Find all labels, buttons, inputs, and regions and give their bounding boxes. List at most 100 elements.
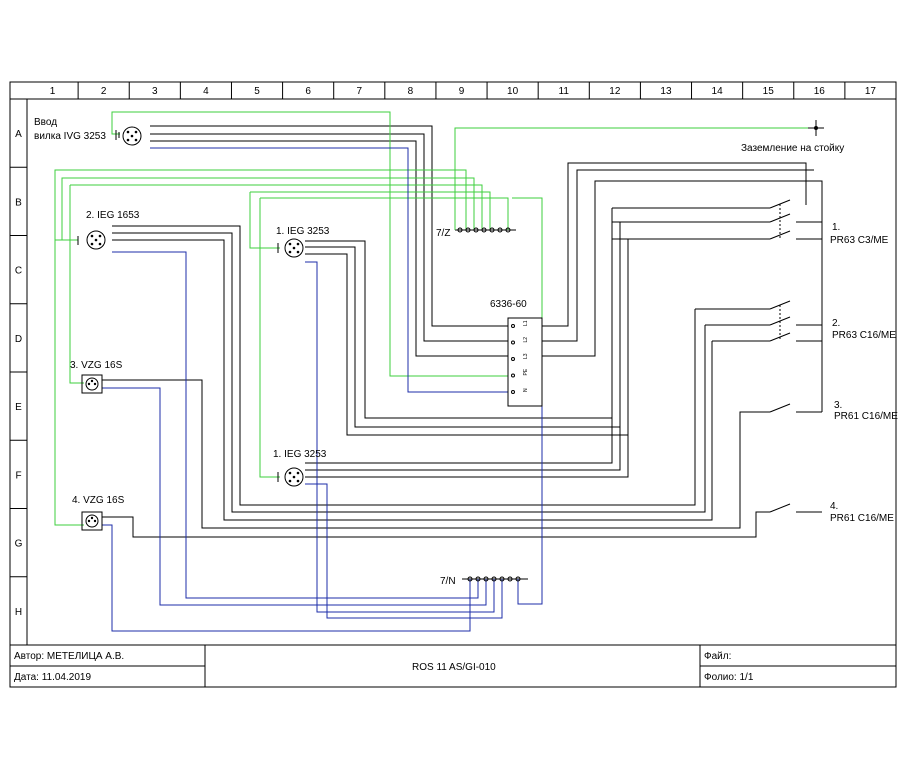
row-letter: F bbox=[15, 470, 21, 481]
terminal-7z-label: 7/Z bbox=[436, 228, 450, 239]
wire-l3 bbox=[150, 140, 508, 357]
wire-ieg-bot-3 bbox=[305, 239, 629, 478]
wire-pe-d bbox=[260, 197, 509, 230]
ieg3253-bottom-socket bbox=[277, 467, 304, 487]
wire-n-ieg1653 bbox=[112, 251, 479, 599]
vzg2-socket bbox=[81, 511, 103, 531]
block-pin bbox=[511, 340, 515, 345]
wire-vzg2 bbox=[102, 511, 770, 538]
wire-pe-ieg-top bbox=[249, 192, 280, 249]
wire-n-vzg2 bbox=[102, 524, 471, 632]
column-number: 10 bbox=[507, 86, 519, 97]
column-number: 8 bbox=[408, 86, 414, 97]
terminal-7z bbox=[457, 227, 511, 233]
wire-vzg1 bbox=[102, 379, 770, 529]
breaker-2-type: PR63 C16/ME bbox=[832, 330, 896, 341]
wire-ieg-top-3 bbox=[305, 239, 629, 436]
wire-ground bbox=[454, 127, 816, 230]
block-pin bbox=[511, 357, 515, 361]
row-letter: E bbox=[15, 402, 22, 413]
block-pin bbox=[511, 373, 515, 378]
block-pin-label: N bbox=[523, 388, 529, 392]
ground-terminal bbox=[808, 120, 824, 136]
neutral-wires bbox=[102, 147, 543, 632]
wire-pe-ieg1653 bbox=[54, 169, 467, 241]
vzg2-label: 4. VZG 16S bbox=[72, 495, 125, 506]
breaker-3-num: 3. bbox=[834, 400, 842, 411]
sheet-border bbox=[9, 81, 897, 688]
title-block bbox=[10, 645, 896, 687]
column-number: 13 bbox=[660, 86, 672, 97]
block-pin bbox=[511, 324, 515, 328]
column-number: 5 bbox=[254, 86, 260, 97]
row-letter: C bbox=[15, 266, 22, 277]
wire-n-ieg-top bbox=[305, 261, 495, 613]
breaker-2-num: 2. bbox=[832, 318, 840, 329]
terminal-7n bbox=[467, 576, 521, 582]
sheet-field: Фолио: 1/1 bbox=[704, 672, 754, 683]
row-letter: G bbox=[15, 539, 23, 550]
earth-wires bbox=[54, 111, 816, 526]
wire-n-ieg-bot bbox=[305, 483, 503, 619]
wire-l1 bbox=[150, 125, 508, 327]
wire-ieg1653-2 bbox=[112, 232, 706, 513]
wire-n-block bbox=[517, 392, 543, 605]
column-number: 3 bbox=[152, 86, 158, 97]
vzg1-label: 3. VZG 16S bbox=[70, 360, 123, 371]
file-field: Файл: bbox=[704, 651, 731, 662]
column-number: 4 bbox=[203, 86, 209, 97]
wire-pe-c bbox=[250, 191, 491, 230]
breaker-1-type: PR63 C3/ME bbox=[830, 235, 889, 246]
wire-ieg1653-1 bbox=[112, 225, 696, 506]
ieg3253-bottom-label: 1. IEG 3253 bbox=[273, 449, 327, 460]
breaker-1-num: 1. bbox=[832, 222, 840, 233]
column-number: 7 bbox=[356, 86, 362, 97]
terminal-7n-label: 7/N bbox=[440, 576, 456, 587]
wire-out-l3 bbox=[542, 180, 823, 412]
block-label: 6336-60 bbox=[490, 299, 527, 310]
row-letter: B bbox=[15, 197, 22, 208]
wire-pe-block bbox=[512, 197, 543, 376]
ieg1653-socket bbox=[77, 230, 106, 250]
phase-wires bbox=[102, 125, 823, 580]
input-label-1: Ввод bbox=[34, 117, 57, 128]
input-plug bbox=[115, 126, 142, 146]
breaker-4-num: 4. bbox=[830, 501, 838, 512]
column-number: 15 bbox=[763, 86, 775, 97]
block-pin-label: L1 bbox=[523, 320, 529, 326]
wire-out-l1 bbox=[542, 162, 807, 327]
vzg1-socket bbox=[81, 374, 103, 394]
ieg3253-top-socket bbox=[277, 238, 304, 258]
column-number: 12 bbox=[609, 86, 621, 97]
breakers bbox=[769, 199, 791, 513]
wire-pe-vzg2 bbox=[54, 240, 84, 526]
column-number: 1 bbox=[50, 86, 56, 97]
wire-ieg1653-3 bbox=[112, 239, 713, 521]
ieg3253-top-label: 1. IEG 3253 bbox=[276, 226, 330, 237]
wire-out-l2 bbox=[542, 169, 814, 342]
column-number: 11 bbox=[559, 86, 570, 97]
wire-pe-b bbox=[70, 184, 483, 230]
wire-ieg-bot-2 bbox=[305, 222, 621, 471]
date-field: Дата: 11.04.2019 bbox=[14, 672, 91, 683]
ground-label: Заземление на стойку bbox=[741, 143, 844, 154]
block-pin-label: PE bbox=[523, 368, 529, 375]
column-number: 2 bbox=[101, 86, 107, 97]
row-letter: D bbox=[15, 334, 22, 345]
wire-n-input bbox=[150, 147, 508, 393]
drawing-number: ROS 11 AS/GI-010 bbox=[412, 662, 496, 673]
column-number: 17 bbox=[865, 86, 877, 97]
wire-pe-ieg-bot bbox=[259, 198, 280, 478]
wire-pe-vzg1 bbox=[69, 185, 84, 384]
column-number: 9 bbox=[459, 86, 465, 97]
block-pin-label: L3 bbox=[523, 353, 529, 359]
breaker-3-type: PR61 C16/ME bbox=[834, 411, 898, 422]
breaker-4-type: PR61 C16/ME bbox=[830, 513, 894, 524]
row-letter: H bbox=[15, 607, 22, 618]
input-label-2: вилка IVG 3253 bbox=[34, 131, 106, 142]
wire-ieg-top-1 bbox=[305, 208, 613, 419]
